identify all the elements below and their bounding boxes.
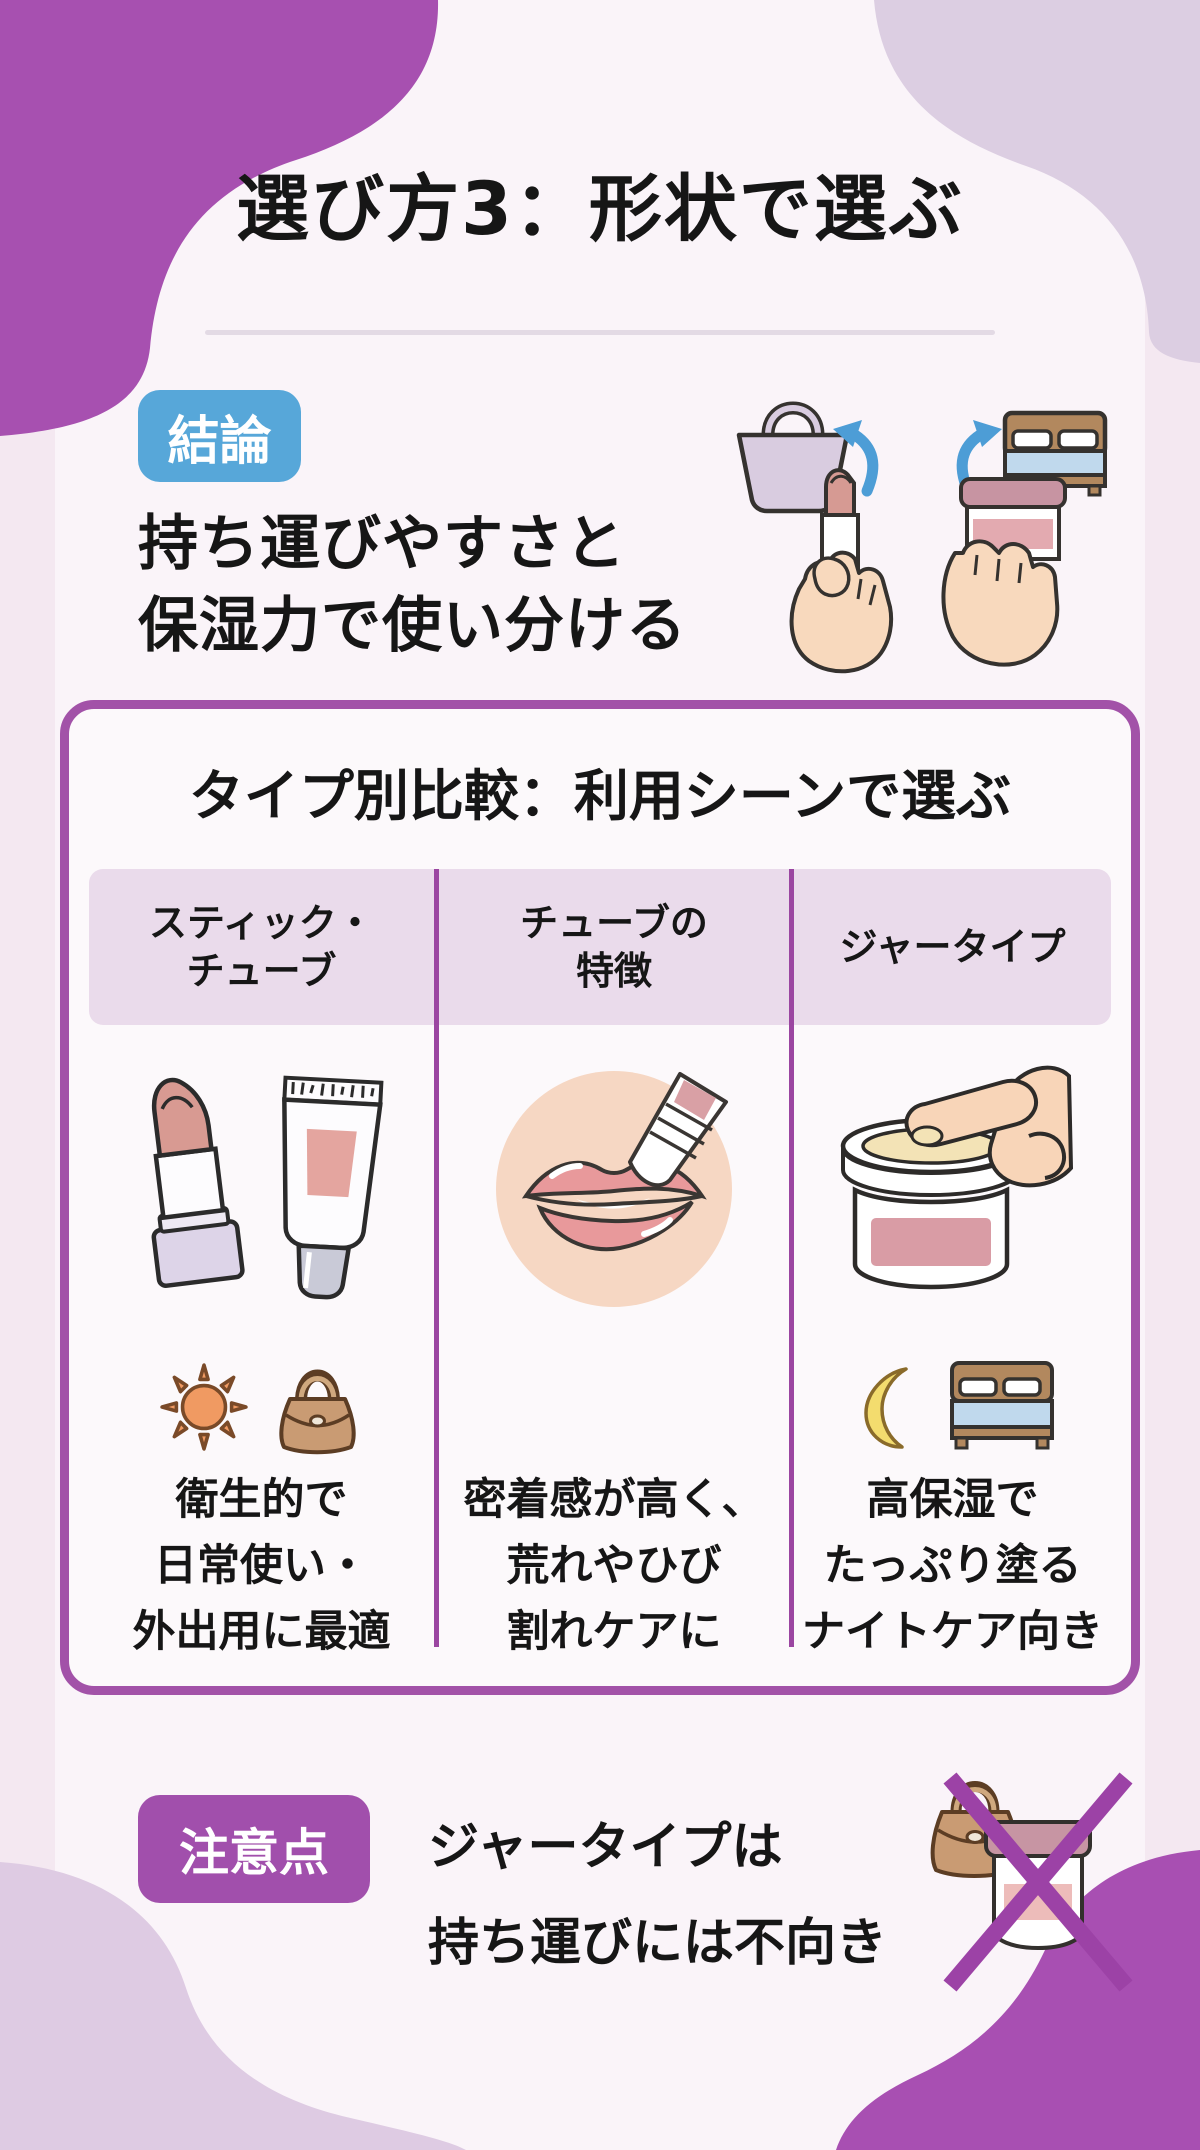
blob-bottom-right: [836, 1850, 1200, 2150]
comparison-card: タイプ別比較：利用シーンで選ぶ スティック・ チューブ チューブの 特徴 ジャー…: [60, 700, 1140, 1695]
conclusion-line-1: 持ち運びやすさと: [138, 509, 626, 579]
title-underline: [205, 330, 995, 335]
dipping-finger-icon: [904, 1065, 1073, 1188]
usage-scene-illustration: [736, 401, 1108, 674]
tote-bag-icon: [736, 401, 850, 514]
handbag-and-jar-crossed-out-illustration: [930, 1772, 1133, 1992]
caution-badge: 注意点: [138, 1795, 370, 1903]
blob-top-right: [874, 0, 1200, 363]
lipstick-icon: [151, 1077, 245, 1288]
description-tube-features: 密着感が高く、 荒れやひび 割れケアに: [463, 1475, 765, 1657]
column-header-stick-tube: スティック・ チューブ: [149, 901, 374, 993]
column-divider-1: [434, 869, 439, 1647]
conclusion-badge: 結論: [138, 390, 301, 482]
jar-with-finger-illustration: [794, 1029, 1111, 1339]
table-header-bar: [89, 869, 1111, 1025]
page-title: 選び方3：形状で選ぶ: [236, 167, 964, 252]
tube-nozzle-icon: [628, 1072, 728, 1188]
conclusion-text: 持ち運びやすさと 保湿力で使い分ける: [138, 503, 758, 667]
sun-icon: [160, 1362, 248, 1451]
caution-line-2: 持ち運びには不向き: [428, 1914, 888, 1973]
hand-holding-lip-balm-stick: [789, 468, 894, 674]
scene-icons-nighttime: [794, 1349, 1111, 1464]
description-stick-tube: 衛生的で 日常使い・ 外出用に最適: [132, 1475, 391, 1657]
comparison-card-title: タイプ別比較：利用シーンで選ぶ: [188, 764, 1012, 828]
arrow-left-icon: [833, 420, 879, 497]
lipstick-and-tube-illustration: [89, 1029, 434, 1339]
column-header-tube-features: チューブの 特徴: [520, 901, 708, 993]
tube-icon: [281, 1075, 383, 1300]
column-header-jar-type: ジャータイプ: [839, 925, 1066, 969]
description-jar-type: 高保湿で たっぷり塗る ナイトケア向き: [802, 1475, 1103, 1657]
conclusion-line-2: 保湿力で使い分ける: [138, 591, 687, 661]
blob-top-left: [0, 0, 439, 436]
bed-icon: [950, 1361, 1054, 1450]
caution-text: ジャータイプは 持ち運びには不向き: [428, 1800, 1068, 1992]
crescent-moon-icon: [864, 1366, 908, 1449]
handbag-icon: [279, 1369, 356, 1454]
tube-applying-to-lips-illustration: [439, 1029, 789, 1339]
hand-holding-lip-balm-jar: [941, 477, 1067, 667]
cross-mark-icon: [943, 1772, 1133, 1992]
column-divider-2: [789, 869, 794, 1647]
blob-bottom-left: [0, 1862, 466, 2150]
caution-line-1: ジャータイプは: [428, 1818, 783, 1877]
scene-icons-daytime: [89, 1349, 434, 1464]
